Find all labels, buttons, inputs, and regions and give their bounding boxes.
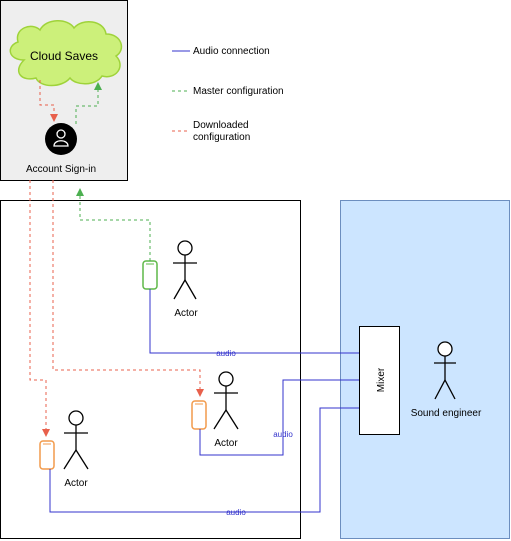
audio-label-1: audio: [216, 349, 236, 358]
account-label: Account Sign-in: [26, 164, 96, 175]
phone-orange-left: [39, 440, 55, 470]
mixer-label: Mixer: [376, 367, 387, 392]
master-config-line: [76, 188, 151, 261]
legend-download-line2: configuration: [193, 132, 250, 143]
account-head: [56, 129, 66, 139]
sound-engineer-label: Sound engineer: [411, 408, 482, 419]
audio-line-2: [199, 379, 359, 456]
stage-area: [0, 200, 301, 539]
actor-label-2: Actor: [214, 438, 238, 449]
actor-figure-2: [213, 371, 239, 430]
mixer-box: [359, 326, 400, 435]
sound-engineer-figure: [434, 341, 456, 400]
legend-download-line1: Downloaded: [193, 120, 249, 131]
legend-audio-label: Audio connection: [193, 46, 270, 57]
phone-green: [142, 260, 158, 290]
phone-orange-middle: [191, 400, 207, 430]
legend-download-label: Downloaded configuration: [193, 120, 251, 143]
audio-label-2: audio: [273, 430, 293, 439]
upload-arrow-to-cloud: [75, 82, 102, 124]
legend-master-label: Master configuration: [193, 86, 284, 97]
actor-figure-1: [173, 240, 197, 300]
audio-line-3: [49, 407, 359, 513]
actor-label-1: Actor: [174, 308, 198, 319]
audio-label-3: audio: [226, 508, 246, 517]
account-icon: [45, 123, 77, 155]
account-body: [53, 140, 69, 147]
actor-figure-3: [63, 410, 89, 470]
actor-label-3: Actor: [64, 478, 88, 489]
download-line-left-phone: [29, 180, 50, 437]
download-arrow-to-account: [39, 80, 58, 122]
download-line-middle-phone: [52, 180, 204, 397]
cloud-shape: [9, 20, 123, 87]
audio-line-1: [149, 289, 359, 354]
cloud-label: Cloud Saves: [30, 49, 98, 63]
